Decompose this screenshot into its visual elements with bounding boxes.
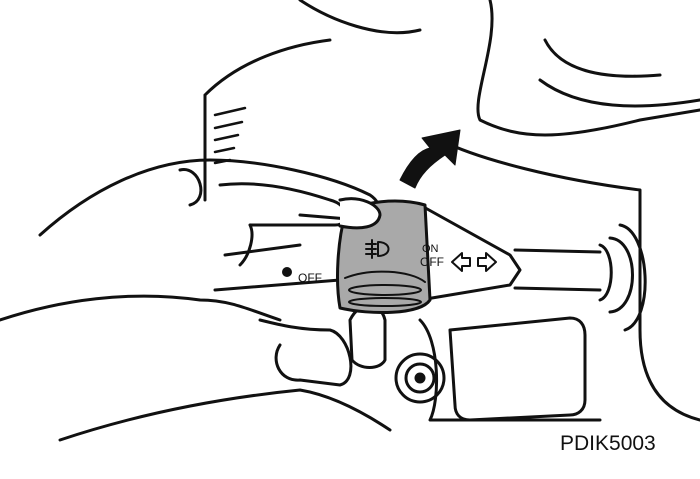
turn-signal-arrows-icon bbox=[451, 252, 497, 272]
hand-outline bbox=[0, 158, 392, 442]
dashboard-line bbox=[543, 38, 662, 78]
dash-knob bbox=[394, 352, 446, 404]
on-label: ON bbox=[422, 243, 439, 255]
air-vent bbox=[213, 106, 247, 165]
knuckle bbox=[178, 168, 203, 207]
fog-lamp-icon bbox=[365, 239, 390, 259]
knob-edge bbox=[344, 270, 426, 283]
dashboard-outline bbox=[203, 0, 700, 202]
lower-panel bbox=[448, 316, 587, 422]
knob-ridge bbox=[348, 297, 422, 307]
off-label: OFF bbox=[420, 255, 444, 269]
indicator-dot bbox=[282, 267, 292, 277]
fingertip bbox=[338, 197, 382, 230]
up-arrow-icon bbox=[399, 129, 461, 189]
lower-panel-edge bbox=[418, 318, 602, 422]
dashboard-line bbox=[438, 138, 700, 422]
steering-column bbox=[598, 243, 613, 302]
dash-knob-ring bbox=[404, 362, 436, 394]
figure-code: PDIK5003 bbox=[560, 432, 656, 455]
steering-column bbox=[608, 236, 634, 314]
dash-knob-center bbox=[414, 372, 426, 384]
dashboard-line bbox=[538, 78, 700, 108]
stalk-body bbox=[213, 203, 602, 302]
outer-off-label: OFF bbox=[298, 271, 322, 285]
finger bbox=[348, 303, 387, 369]
knob-ridge bbox=[348, 284, 422, 296]
steering-column bbox=[618, 223, 647, 332]
